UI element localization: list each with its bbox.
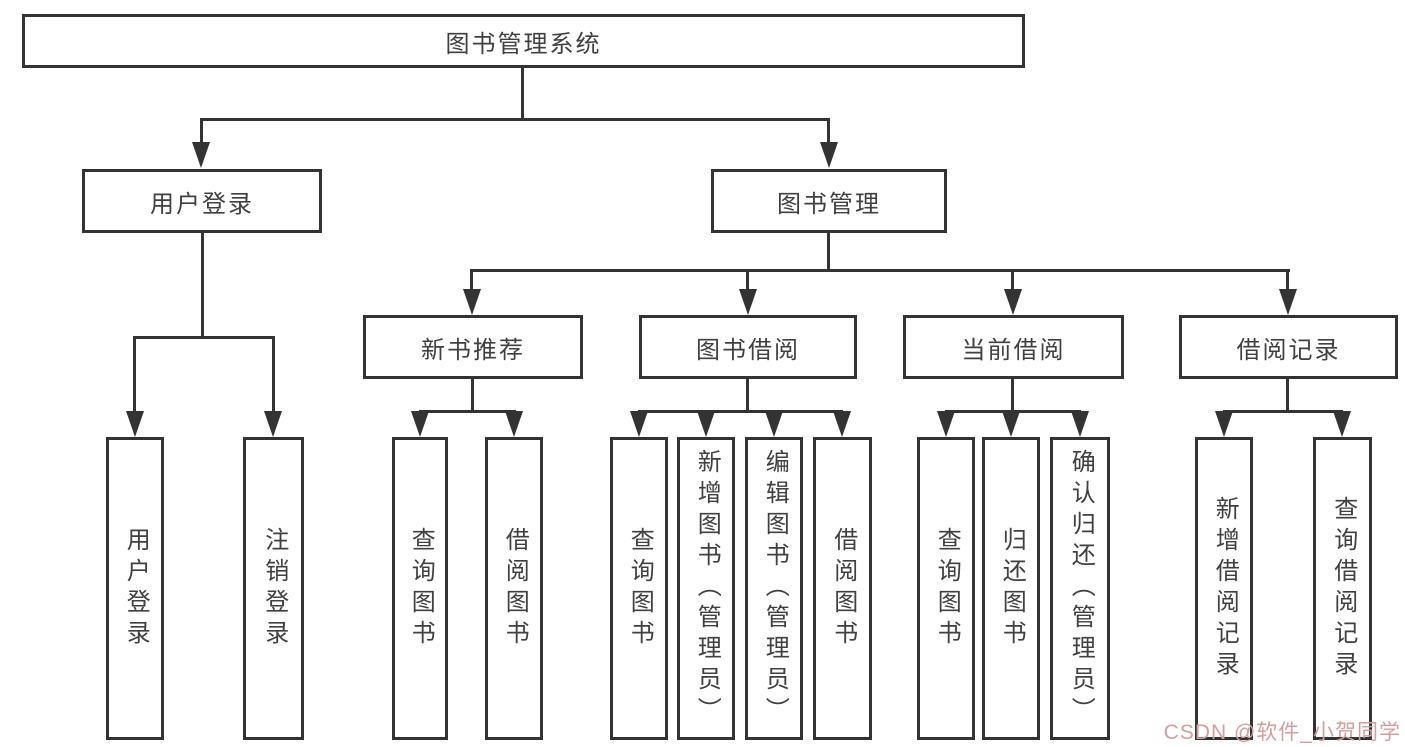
arrow-down-icon <box>264 411 282 437</box>
node-root: 图书管理系统 <box>22 14 1025 68</box>
leaf-user-login: 用户登录 <box>106 437 164 740</box>
node-borrow-records: 借阅记录 <box>1179 315 1398 379</box>
connector <box>1286 269 1289 292</box>
connector <box>133 336 275 339</box>
arrow-down-icon <box>126 411 144 437</box>
leaf-logout: 注销登录 <box>243 437 304 740</box>
leaf-query-books-1: 查询图书 <box>392 437 448 740</box>
arrow-down-icon <box>630 411 648 437</box>
arrow-down-icon <box>1215 411 1233 437</box>
connector <box>1223 410 1343 413</box>
connector <box>471 379 474 410</box>
connector <box>1286 379 1289 410</box>
leaf-borrow-books-2: 借阅图书 <box>813 437 872 740</box>
node-book-management: 图书管理 <box>711 169 947 233</box>
connector <box>419 410 516 413</box>
node-user-login-label: 用户登录 <box>150 190 254 218</box>
arrow-down-icon <box>765 411 783 437</box>
node-root-label: 图书管理系统 <box>445 30 602 58</box>
arrow-down-icon <box>1004 289 1022 315</box>
node-book-borrow-label: 图书借阅 <box>696 336 800 364</box>
arrow-down-icon <box>411 411 429 437</box>
connector <box>746 269 749 292</box>
connector <box>1011 269 1014 292</box>
arrow-down-icon <box>1002 411 1020 437</box>
arrow-down-icon <box>1333 411 1351 437</box>
connector <box>470 269 473 292</box>
arrow-down-icon <box>937 411 955 437</box>
leaf-query-books-2: 查询图书 <box>610 437 668 740</box>
node-new-book-recommend: 新书推荐 <box>363 315 583 379</box>
arrow-down-icon <box>833 411 851 437</box>
node-book-management-label: 图书管理 <box>777 190 881 218</box>
arrow-down-icon <box>1279 289 1297 315</box>
arrow-down-icon <box>463 289 481 315</box>
leaf-add-borrow-record: 新增借阅记录 <box>1195 437 1253 740</box>
leaf-query-books-3: 查询图书 <box>917 437 975 740</box>
connector <box>471 269 1290 272</box>
connector <box>746 379 749 410</box>
arrow-down-icon <box>192 142 210 168</box>
leaf-borrow-books-1: 借阅图书 <box>485 437 543 740</box>
leaf-confirm-return-admin: 确认归还（管理员） <box>1050 437 1110 740</box>
node-borrow-records-label: 借阅记录 <box>1236 336 1341 364</box>
leaf-add-books-admin: 新增图书（管理员） <box>677 437 735 740</box>
connector <box>827 233 830 269</box>
connector <box>521 68 524 118</box>
arrow-down-icon <box>505 411 523 437</box>
connector <box>133 336 136 414</box>
arrow-down-icon <box>1071 411 1089 437</box>
connector <box>827 118 830 148</box>
leaf-return-books: 归还图书 <box>982 437 1040 740</box>
arrow-down-icon <box>820 142 838 168</box>
arrow-down-icon <box>739 289 757 315</box>
connector <box>638 410 843 413</box>
node-current-borrow: 当前借阅 <box>903 315 1124 379</box>
node-new-book-recommend-label: 新书推荐 <box>421 336 525 364</box>
leaf-edit-books-admin: 编辑图书（管理员） <box>745 437 803 740</box>
connector <box>200 118 203 148</box>
connector <box>272 336 275 414</box>
leaf-query-borrow-record: 查询借阅记录 <box>1313 437 1372 740</box>
connector <box>200 118 830 121</box>
connector <box>201 233 204 336</box>
connector <box>1011 379 1014 410</box>
node-user-login: 用户登录 <box>82 169 322 233</box>
node-current-borrow-label: 当前借阅 <box>961 336 1066 364</box>
watermark: CSDN @软件_小贺同学 <box>1163 721 1401 744</box>
node-book-borrow: 图书借阅 <box>639 315 857 379</box>
arrow-down-icon <box>697 411 715 437</box>
